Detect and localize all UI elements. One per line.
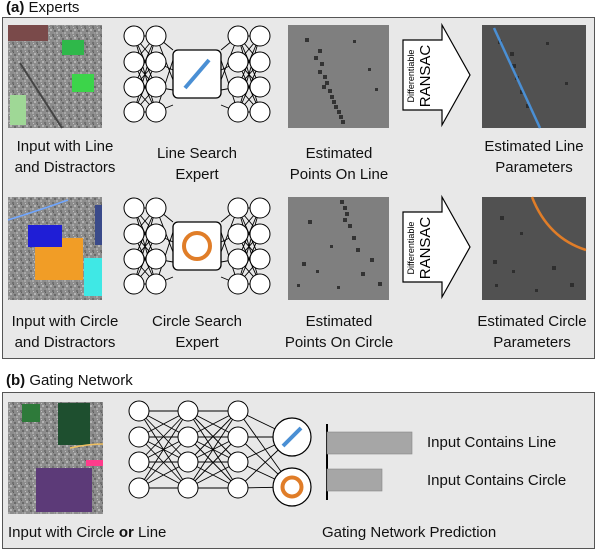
line-ransac-label: RANSAC bbox=[417, 45, 434, 108]
circle-fit-icon bbox=[530, 196, 587, 252]
circle-expert-label-2: Expert bbox=[175, 334, 219, 351]
gating-input-label-or: or bbox=[118, 524, 134, 541]
line-input-label-1: Input with Line bbox=[16, 138, 114, 155]
line-fit-icon bbox=[492, 27, 542, 129]
gating-input-label-pre: Input with Circle bbox=[8, 524, 119, 541]
line-input-image bbox=[8, 25, 102, 129]
gating-prediction-label: Gating Network Prediction bbox=[322, 524, 497, 541]
bar-line-probability bbox=[326, 431, 413, 455]
gating-section-tag: (b) bbox=[6, 372, 26, 389]
circle-points-label: Estimated Points On Circle bbox=[274, 311, 404, 353]
line-input-label-2: and Distractors bbox=[14, 159, 116, 176]
circle-input-label-2: and Distractors bbox=[14, 334, 116, 351]
circle-params-label: Estimated Circle Parameters bbox=[470, 311, 594, 353]
line-params-label-2: Parameters bbox=[495, 159, 573, 176]
line-params-label: Estimated Line Parameters bbox=[476, 136, 592, 178]
experts-section-tag: (a) bbox=[6, 0, 25, 16]
circle-params-image bbox=[482, 196, 587, 300]
circle-points-label-1: Estimated bbox=[305, 313, 373, 330]
line-expert-label-2: Expert bbox=[175, 166, 219, 183]
line-params-image bbox=[482, 25, 586, 129]
line-expert-label-1: Line Search bbox=[156, 145, 238, 162]
line-ransac-sublabel: Differentiable bbox=[406, 50, 416, 103]
gating-circle-icon bbox=[280, 475, 304, 499]
line-points-label-1: Estimated bbox=[305, 145, 373, 162]
bar-circle-label: Input Contains Circle bbox=[427, 472, 567, 489]
line-expert-label: Line Search Expert bbox=[142, 143, 252, 185]
line-input-label: Input with Line and Distractors bbox=[4, 136, 126, 178]
circle-ransac-arrow: RANSAC Differentiable bbox=[402, 194, 471, 300]
line-symbol-icon bbox=[183, 58, 211, 90]
line-params-label-1: Estimated Line bbox=[484, 138, 584, 155]
circle-params-label-2: Parameters bbox=[493, 334, 571, 351]
gating-network bbox=[128, 400, 312, 507]
circle-expert-label: Circle Search Expert bbox=[140, 311, 254, 353]
circle-input-image bbox=[7, 197, 102, 300]
line-ransac-arrow: RANSAC Differentiable bbox=[402, 22, 471, 128]
circle-points-label-2: Points On Circle bbox=[284, 334, 394, 351]
circle-ransac-sublabel: Differentiable bbox=[406, 222, 416, 275]
gating-input-label-post: Line bbox=[133, 524, 167, 541]
circle-symbol-icon bbox=[182, 231, 212, 261]
bar-circle-probability bbox=[326, 468, 383, 492]
circle-input-label: Input with Circle and Distractors bbox=[2, 311, 128, 353]
line-expert-network bbox=[123, 25, 271, 123]
circle-ransac-label: RANSAC bbox=[417, 217, 434, 280]
line-points-label: Estimated Points On Line bbox=[278, 143, 400, 185]
circle-input-label-1: Input with Circle bbox=[11, 313, 119, 330]
circle-expert-label-1: Circle Search bbox=[151, 313, 243, 330]
experts-section-title: (a) Experts bbox=[6, 0, 79, 16]
circle-estimated-points bbox=[288, 197, 389, 300]
line-points-label-2: Points On Line bbox=[289, 166, 389, 183]
gating-section-title: (b) Gating Network bbox=[6, 372, 133, 389]
gating-input-label: Input with Circle or Line bbox=[8, 522, 166, 543]
circle-expert-network bbox=[123, 197, 271, 295]
bar-line-label: Input Contains Line bbox=[427, 434, 557, 451]
gating-section-name: Gating Network bbox=[29, 372, 133, 389]
gating-input-image bbox=[8, 402, 104, 514]
gating-line-icon bbox=[281, 426, 303, 448]
experts-section-name: Experts bbox=[28, 0, 80, 16]
circle-params-label-1: Estimated Circle bbox=[477, 313, 587, 330]
line-estimated-points bbox=[288, 25, 389, 128]
